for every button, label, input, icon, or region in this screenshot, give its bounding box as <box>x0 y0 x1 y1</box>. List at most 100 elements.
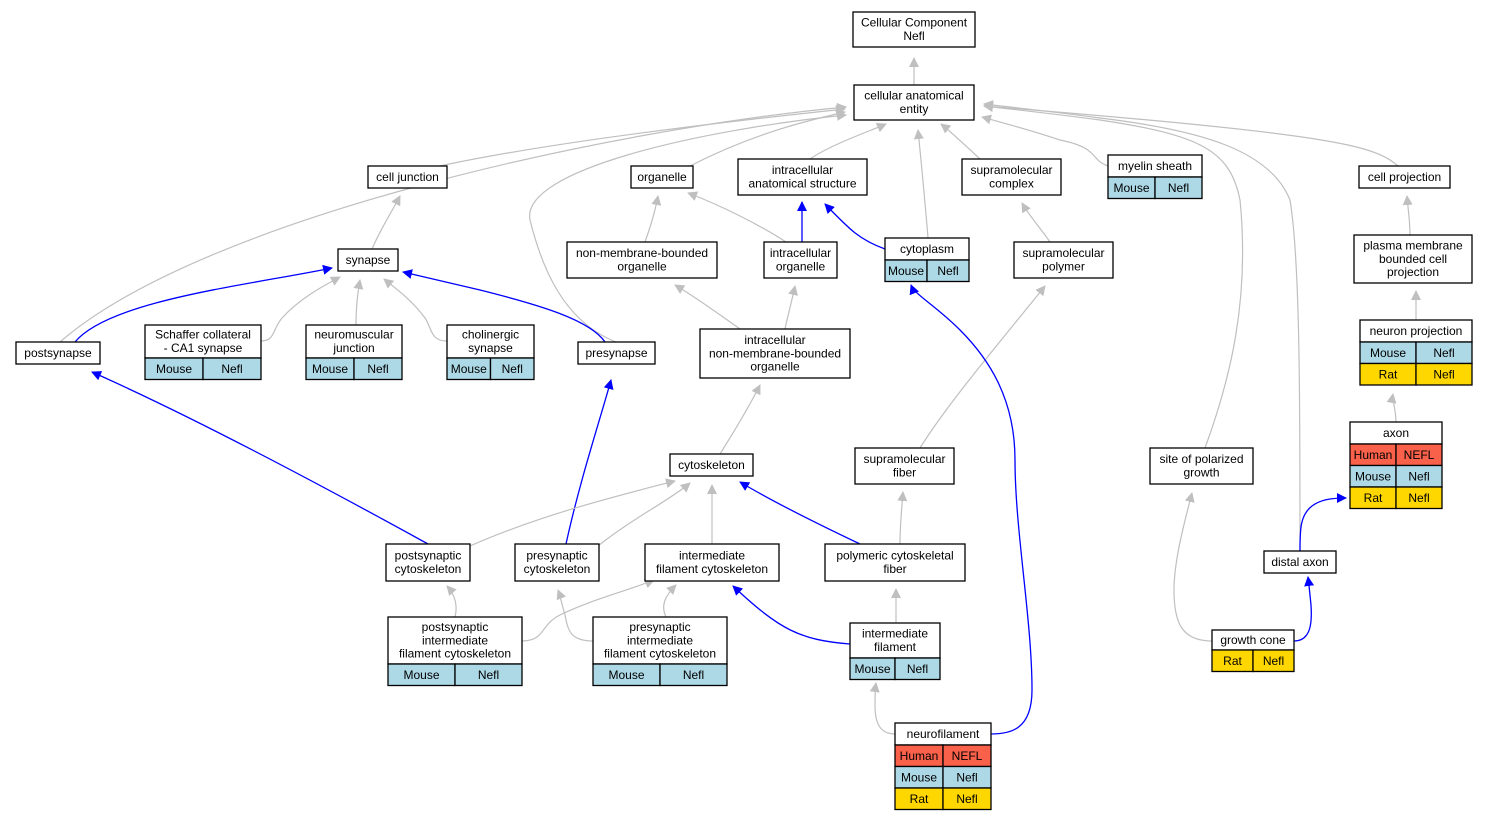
gene-label: Nefl <box>1168 181 1189 195</box>
node-label: organelle <box>637 170 687 184</box>
node-box <box>669 453 754 477</box>
node-csk[interactable]: cytoskeleton <box>669 453 754 477</box>
node-label: intermediate <box>627 633 693 647</box>
node-label: growth cone <box>1220 633 1286 647</box>
node-presyn[interactable]: presynapse <box>577 341 656 365</box>
node-box <box>387 616 523 665</box>
node-box <box>15 341 101 365</box>
node-label: organelle <box>750 360 800 374</box>
node-label: - CA1 synapse <box>164 341 243 355</box>
edge-spg-to-cae <box>983 102 1244 449</box>
node-box <box>763 241 838 279</box>
node-label: Cellular Component <box>861 16 968 30</box>
edge-ms-to-cae <box>981 114 1109 167</box>
edges-layer <box>59 57 1421 735</box>
node-cp[interactable]: cell projection <box>1358 165 1451 189</box>
edge-org-to-cae <box>689 109 846 167</box>
species-label: Mouse <box>1370 346 1406 360</box>
node-box <box>630 165 694 189</box>
node-label: entity <box>900 102 929 116</box>
edge-smf-to-smp <box>919 285 1046 449</box>
node-cj[interactable]: cell junction <box>367 165 448 189</box>
gene-label: Nefl <box>1433 346 1454 360</box>
edge-presyn-to-cae <box>529 110 847 343</box>
node-da[interactable]: distal axon <box>1263 550 1337 574</box>
species-label: Mouse <box>1113 181 1149 195</box>
gene-cell <box>454 663 523 687</box>
edge-presyn-to-syn-highlighted <box>402 269 606 343</box>
node-box <box>385 543 471 582</box>
edge-da-to-cae <box>983 100 1301 552</box>
node-org[interactable]: organelle <box>630 165 694 189</box>
gene-label: NEFL <box>1404 448 1435 462</box>
node-box <box>737 158 868 196</box>
node-label: filament cytoskeleton <box>399 647 511 661</box>
edge-inmbo-to-io <box>784 285 799 330</box>
gene-cell <box>1415 362 1473 386</box>
edge-scca1-to-syn <box>260 276 341 342</box>
edge-smc-to-cae <box>940 123 981 160</box>
node-label: postsynapse <box>24 346 92 360</box>
gene-label: Nefl <box>1263 654 1284 668</box>
node-label: neuron projection <box>1370 324 1463 338</box>
gene-cell <box>894 657 941 681</box>
node-inmbo[interactable]: intracellularnon-membrane-boundedorganel… <box>699 328 851 379</box>
node-syn[interactable]: synapse <box>337 248 399 272</box>
edge-postsyn-to-syn-highlighted <box>74 264 333 343</box>
species-label: Rat <box>1223 654 1242 668</box>
edge-cyto-to-ias-highlighted <box>824 203 886 250</box>
node-box <box>854 447 955 485</box>
edge-gc-to-da-highlighted <box>1293 576 1315 642</box>
node-box <box>852 11 976 48</box>
node-label: plasma membrane <box>1363 239 1463 253</box>
gene-label: Nefl <box>956 771 977 785</box>
edge-smp-to-smc <box>1021 202 1051 243</box>
node-label: myelin sheath <box>1118 159 1192 173</box>
node-postsyn[interactable]: postsynapse <box>15 341 101 365</box>
gene-cell <box>353 357 403 381</box>
node-box <box>577 341 656 365</box>
gene-cell <box>202 357 262 381</box>
node-label: filament cytoskeleton <box>604 647 716 661</box>
edge-nmbo-to-org <box>644 195 662 243</box>
edge-if-to-ifc-highlighted <box>732 585 851 645</box>
edge-io-to-org <box>687 191 787 243</box>
edge-pcf-to-csk-highlighted <box>739 481 861 545</box>
node-label: filament cytoskeleton <box>656 562 768 576</box>
node-label: neuromuscular <box>314 328 393 342</box>
node-label: presynaptic <box>629 620 690 634</box>
node-label: fiber <box>883 562 906 576</box>
node-label: supramolecular <box>970 163 1052 177</box>
gene-cell <box>1252 649 1295 673</box>
species-label: Rat <box>910 792 929 806</box>
gene-label: Nefl <box>478 668 499 682</box>
gene-label: Nefl <box>937 264 958 278</box>
edge-da-to-axon-highlighted <box>1299 493 1347 552</box>
